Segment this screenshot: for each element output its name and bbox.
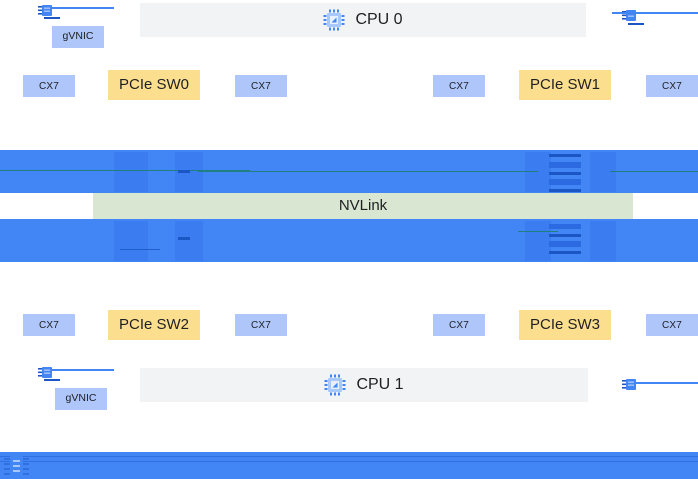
gvnic-link-top-left-under	[44, 17, 60, 19]
network-fabric-line	[0, 461, 698, 462]
gpu-band-block	[525, 152, 551, 192]
pcie-switch-box: PCIe SW2	[108, 310, 200, 340]
cx7-box: CX7	[433, 314, 485, 336]
pcie-switch-box: PCIe SW3	[519, 310, 611, 340]
pcie-switch-box: PCIe SW0	[108, 70, 200, 100]
network-fabric-line	[0, 456, 698, 457]
gpu-band-detail	[549, 234, 581, 237]
gpu-band-detail	[549, 179, 581, 185]
gpu-band-detail	[549, 154, 581, 157]
gpu-band-block	[590, 221, 616, 261]
gpu-band-detail	[549, 172, 581, 175]
gpu-band-detail	[549, 224, 581, 229]
gpu-band-detail	[549, 189, 581, 192]
nic-link-top-right-under	[628, 23, 644, 25]
cx7-box: CX7	[23, 314, 75, 336]
gpu-band-block	[525, 221, 551, 261]
gpu-band-link-line	[610, 171, 698, 172]
gpu-band-upper	[0, 150, 698, 193]
gpu-band-block	[590, 152, 616, 192]
gvnic-label-bottom: gVNIC	[55, 388, 107, 410]
gvnic-link-bottom-left-under	[44, 379, 60, 381]
network-fabric-bar	[0, 452, 698, 479]
gpu-band-detail	[549, 241, 581, 247]
nvlink-box: NVLink	[93, 193, 633, 219]
cx7-box: CX7	[433, 75, 485, 97]
network-switch-icon	[4, 455, 30, 477]
cx7-box: CX7	[235, 75, 287, 97]
cx7-box: CX7	[646, 75, 698, 97]
cx7-box: CX7	[23, 75, 75, 97]
gpu-band-link-line	[120, 249, 160, 250]
cpu-chip-icon	[323, 9, 345, 31]
cx7-box: CX7	[235, 314, 287, 336]
cx7-box: CX7	[646, 314, 698, 336]
gvnic-link-top-left	[52, 7, 114, 9]
gvnic-link-bottom-left	[52, 369, 114, 371]
gpu-band-block	[114, 221, 148, 261]
cpu-1-box: CPU 1	[140, 368, 588, 402]
gpu-band-detail	[178, 170, 190, 173]
gvnic-label-top: gVNIC	[52, 26, 104, 48]
gpu-band-detail	[178, 237, 190, 240]
cpu-0-label: CPU 0	[355, 11, 403, 29]
gpu-band-link-line	[0, 170, 250, 171]
nic-card-icon	[38, 366, 54, 380]
cpu-chip-icon	[324, 374, 346, 396]
nic-link-top-right	[612, 12, 698, 14]
nic-card-icon	[38, 4, 54, 18]
gpu-band-detail	[549, 251, 581, 254]
nic-link-bottom-right	[634, 382, 698, 384]
gpu-band-lower	[0, 219, 698, 262]
cpu-1-label: CPU 1	[356, 376, 404, 394]
cpu-0-box: CPU 0	[140, 3, 586, 37]
gpu-band-detail	[549, 162, 581, 168]
pcie-switch-box: PCIe SW1	[519, 70, 611, 100]
gpu-band-block	[175, 221, 203, 261]
gpu-band-link-line	[518, 231, 558, 232]
gpu-band-block	[114, 152, 148, 192]
nic-card-icon	[622, 378, 638, 392]
gpu-band-link-line	[198, 171, 538, 172]
